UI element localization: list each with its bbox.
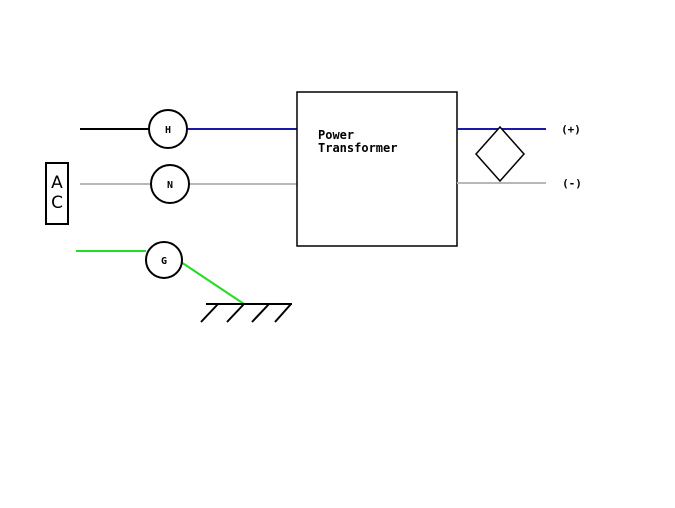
neutral-terminal-label: N (167, 180, 173, 191)
earth-ground-hatch (200, 303, 219, 323)
ac-source-label-c: C (51, 193, 63, 213)
power-transformer-box (296, 91, 458, 247)
earth-ground-hatch (274, 303, 292, 323)
negative-output-label: (-) (562, 177, 582, 190)
hot-terminal: H (148, 109, 188, 149)
neutral-terminal: N (150, 164, 190, 204)
power-transformer-label-line1: Power (318, 128, 354, 142)
power-transformer: Power Transformer (296, 91, 458, 247)
positive-output-label: (+) (561, 123, 581, 136)
ac-source-label-a: A (51, 173, 63, 193)
hot-terminal-circle (148, 109, 188, 149)
ac-source: A C (45, 162, 69, 225)
earth-ground-hatch (226, 303, 245, 323)
power-transformer-label-line2: Transformer (318, 141, 397, 155)
rectifier-bridge (474, 125, 526, 183)
hot-terminal-label: H (165, 125, 171, 136)
neutral-terminal-circle (150, 164, 190, 204)
ac-source-box (45, 162, 69, 225)
ground-terminal-circle (145, 241, 183, 279)
ground-terminal: G (145, 241, 183, 279)
ground-terminal-label: G (161, 256, 167, 267)
ground-wire-to-earth (180, 261, 245, 305)
earth-ground-symbol (200, 303, 292, 323)
earth-ground-hatch (251, 303, 270, 323)
